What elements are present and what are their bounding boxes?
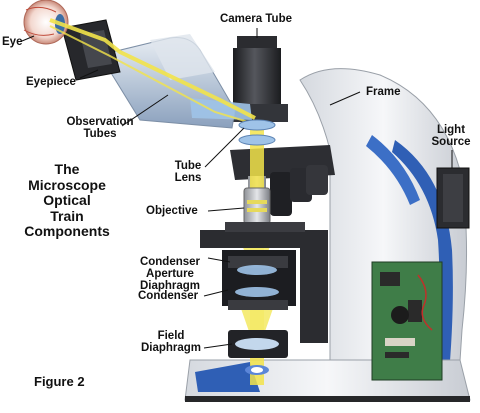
condenser xyxy=(222,250,296,310)
figure-caption: Figure 2 xyxy=(34,374,85,389)
camera-tube xyxy=(226,36,288,122)
label-observation-tubes: Observation Tubes xyxy=(66,116,134,140)
label-eyepiece: Eyepiece xyxy=(26,76,76,88)
label-tube-lens: Tube Lens xyxy=(174,160,202,184)
label-frame: Frame xyxy=(366,86,401,98)
leader-lines xyxy=(21,28,453,349)
diagram-title: The Microscope Optical Train Components xyxy=(24,161,110,239)
label-condenser: Condenser xyxy=(138,290,199,302)
objective xyxy=(243,187,271,225)
field-diaphragm xyxy=(228,330,288,375)
label-condenser-aperture-diaphragm: Condenser Aperture Diaphragm xyxy=(139,256,201,292)
label-camera-tube: Camera Tube xyxy=(219,13,292,25)
label-eye: Eye xyxy=(2,36,23,48)
stage xyxy=(200,222,328,343)
label-light-source: Light Source xyxy=(431,124,471,148)
label-field-diaphragm: Field Diaphragm xyxy=(140,330,202,354)
tube-lens xyxy=(238,119,276,146)
light-source-housing xyxy=(436,167,470,229)
light-path-upper xyxy=(49,18,256,125)
label-objective: Objective xyxy=(146,205,198,217)
